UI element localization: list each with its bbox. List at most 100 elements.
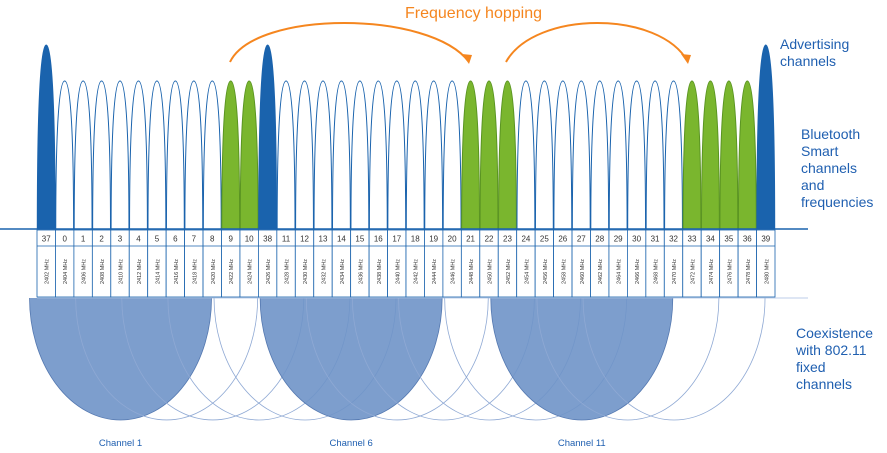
- channel-number: 20: [448, 235, 457, 244]
- channel-number: 27: [577, 235, 586, 244]
- hop-arrowhead-2: [681, 54, 691, 64]
- channel-number: 10: [245, 235, 254, 244]
- channel-number: 28: [595, 235, 604, 244]
- wifi-channel-lobe: [536, 297, 720, 421]
- channel-frequency: 2480 MHz: [764, 259, 770, 284]
- wifi-channel-label: Channel 6: [329, 438, 372, 449]
- data-channel-lobe: [350, 80, 370, 230]
- wifi-channel-lobe: [259, 297, 443, 421]
- channel-number: 32: [669, 235, 678, 244]
- channel-frequency: 2420 MHz: [211, 259, 217, 284]
- channel-number: 3: [118, 235, 123, 244]
- data-channel-lobe: [73, 80, 93, 230]
- hop-arc-1: [229, 22, 470, 63]
- data-channel-lobe: [202, 80, 222, 230]
- data-channel-lobe: [147, 80, 167, 230]
- channel-frequency: 2472 MHz: [690, 259, 696, 284]
- channel-number: 31: [651, 235, 660, 244]
- data-channel-lobe: [295, 80, 314, 230]
- channel-number: 7: [192, 235, 197, 244]
- channel-number: 18: [411, 235, 420, 244]
- channel-number: 4: [136, 235, 141, 244]
- channel-frequency: 2402 MHz: [45, 259, 51, 284]
- wifi-channel-lobe: [490, 297, 674, 421]
- hopping-channel-lobe: [479, 80, 499, 230]
- data-channel-lobe: [405, 80, 425, 230]
- data-channel-lobe: [55, 80, 75, 230]
- channel-frequency: 2466 MHz: [635, 259, 641, 284]
- channel-number: 21: [466, 235, 475, 244]
- channel-number: 35: [724, 235, 733, 244]
- bluetooth-smart-channels-label: Bluetooth Smart channels and frequencies: [801, 126, 874, 210]
- channel-frequency: 2408 MHz: [100, 259, 106, 284]
- channel-number: 33: [688, 235, 697, 244]
- wifi-channel-layer: [29, 297, 808, 421]
- channel-frequency: 2416 MHz: [174, 259, 180, 284]
- channel-frequency: 2414 MHz: [155, 259, 161, 284]
- channel-number: 11: [282, 235, 291, 244]
- channel-frequency: 2422 MHz: [229, 259, 235, 284]
- hopping-channel-lobe: [737, 80, 757, 230]
- channel-frequency: 2460 MHz: [580, 259, 586, 284]
- channel-frequency: 2424 MHz: [248, 259, 254, 284]
- channel-number: 2: [99, 235, 104, 244]
- channel-number: 8: [210, 235, 215, 244]
- data-channel-lobe: [424, 80, 444, 230]
- wifi-channel-lobe: [582, 297, 766, 421]
- advertising-channel-lobe: [258, 44, 278, 230]
- wifi-channel-lobe: [75, 297, 259, 421]
- channel-number: 34: [706, 235, 715, 244]
- data-channel-lobe: [313, 80, 333, 230]
- hopping-channel-lobe: [239, 80, 259, 230]
- channel-frequency: 2458 MHz: [561, 259, 567, 284]
- channel-frequency: 2444 MHz: [432, 259, 438, 284]
- channel-number: 14: [337, 235, 346, 244]
- data-channel-lobe: [664, 80, 683, 230]
- advertising-channel-lobe: [36, 44, 56, 230]
- channel-number: 15: [355, 235, 364, 244]
- channel-number: 29: [614, 235, 623, 244]
- data-channel-lobe: [553, 80, 573, 230]
- channel-frequency: 2478 MHz: [746, 259, 752, 284]
- channel-number: 19: [429, 235, 438, 244]
- data-channel-lobe: [645, 80, 665, 230]
- channel-number: 9: [228, 235, 233, 244]
- channel-frequency: 2430 MHz: [303, 259, 309, 284]
- channel-number: 17: [392, 235, 401, 244]
- data-channel-lobe: [516, 80, 536, 230]
- data-channel-lobe: [627, 80, 647, 230]
- channel-number: 30: [632, 235, 641, 244]
- wifi-channel-label: Channel 11: [558, 438, 606, 449]
- hopping-channel-lobe: [682, 80, 702, 230]
- channel-frequency: 2426 MHz: [266, 259, 272, 284]
- channel-frequency: 2436 MHz: [358, 259, 364, 284]
- data-channel-lobe: [276, 80, 296, 230]
- channel-number: 36: [743, 235, 752, 244]
- hopping-channel-lobe: [719, 80, 739, 230]
- data-channel-lobe: [571, 80, 591, 230]
- data-channel-lobe: [534, 80, 554, 230]
- channel-number: 5: [155, 235, 160, 244]
- channel-frequency: 2470 MHz: [672, 259, 678, 284]
- channel-frequency: 2404 MHz: [63, 259, 69, 284]
- channel-frequency: 2418 MHz: [192, 259, 198, 284]
- channel-number: 23: [503, 235, 512, 244]
- channel-frequency: 2432 MHz: [321, 259, 327, 284]
- wifi-channel-label: Channel 1: [99, 438, 142, 449]
- data-channel-lobe: [331, 80, 351, 230]
- channel-frequency: 2468 MHz: [654, 259, 660, 284]
- channel-number: 39: [761, 235, 770, 244]
- advertising-channel-lobe: [756, 44, 776, 230]
- wifi-channel-labels: Channel 1 Channel 6 Channel 11: [99, 438, 606, 449]
- channel-frequency: 2438 MHz: [377, 259, 383, 284]
- channel-number: 25: [540, 235, 549, 244]
- data-channel-lobe: [110, 80, 130, 230]
- advertising-channels-label: Advertising channels: [780, 36, 850, 69]
- channel-number: 22: [485, 235, 494, 244]
- hopping-channel-lobe: [498, 80, 517, 230]
- channel-frequency: 2410 MHz: [119, 259, 125, 284]
- channel-frequency: 2476 MHz: [727, 259, 733, 284]
- hopping-channel-lobe: [700, 80, 720, 230]
